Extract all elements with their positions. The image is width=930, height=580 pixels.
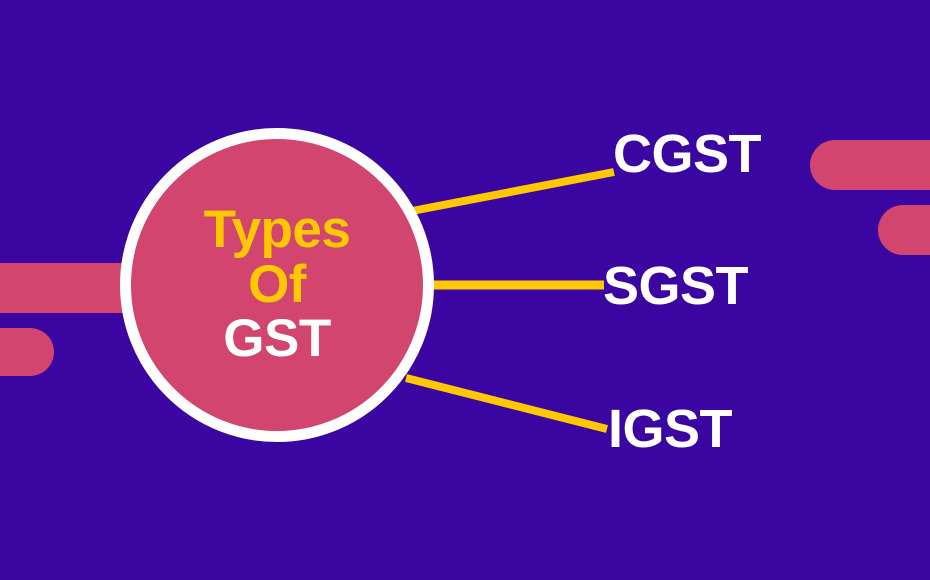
- decorative-pill-right-bottom: [878, 205, 930, 255]
- branch-label-sgst: SGST: [603, 256, 749, 316]
- branch-label-igst: IGST: [608, 399, 733, 459]
- branch-label-cgst: CGST: [613, 124, 762, 184]
- central-node: Types Of GST: [120, 128, 434, 442]
- decorative-pill-left-bottom: [0, 328, 54, 376]
- decorative-pill-right-top: [810, 140, 930, 190]
- connector-line-igst: [405, 374, 608, 433]
- central-node-line-1: Types: [203, 200, 351, 260]
- central-node-line-3: GST: [223, 309, 331, 369]
- central-node-line-2: Of: [248, 254, 306, 314]
- connector-line-cgst: [411, 168, 615, 215]
